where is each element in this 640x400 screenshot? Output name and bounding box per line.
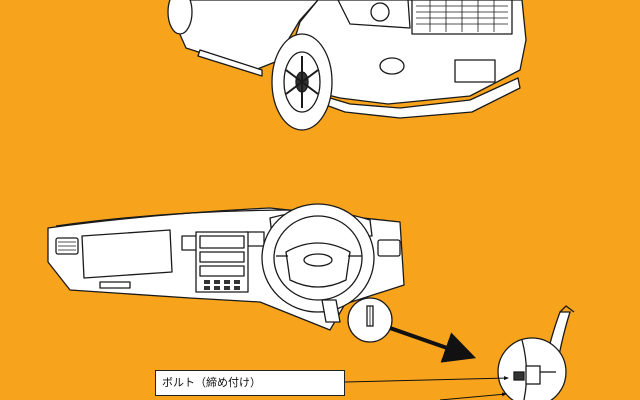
detail-zoom-circle xyxy=(347,297,393,343)
suv-rim-spokes xyxy=(285,56,319,108)
suv-license-plate xyxy=(454,59,496,83)
dashboard-glove-box xyxy=(81,229,173,279)
dashboard-right-vent xyxy=(377,239,401,257)
detail-bolt-plate xyxy=(525,365,541,385)
secondary-leader-line xyxy=(439,392,507,400)
audio-display xyxy=(199,251,245,263)
stack-buttons xyxy=(204,280,240,290)
detail-illustration xyxy=(497,305,575,400)
left-vent-slats xyxy=(58,241,76,251)
steering-column xyxy=(321,299,341,323)
callout-leader-line xyxy=(344,376,509,383)
dashboard-illustration xyxy=(47,203,405,331)
bolt-callout-label: ボルト（締め付け） xyxy=(155,370,345,396)
suv-grille-bars xyxy=(416,0,508,32)
suv-fog-light xyxy=(379,57,405,75)
dashboard-center-vent-right xyxy=(245,231,265,247)
detail-column-top xyxy=(559,305,575,313)
detail-arrow xyxy=(389,326,477,363)
glove-box-handle xyxy=(99,281,131,289)
climate-controls xyxy=(199,265,245,277)
steering-wheel-emblem xyxy=(303,253,333,267)
dashboard-top-edge xyxy=(55,209,301,227)
suv-illustration xyxy=(167,0,527,131)
suv-headlight-lens xyxy=(370,2,390,22)
suv-rear-wheel xyxy=(167,0,193,35)
suv-front-bumper xyxy=(309,77,521,119)
suv-side-step xyxy=(197,49,263,77)
audio-unit xyxy=(199,235,245,249)
detail-bolt xyxy=(513,371,525,381)
